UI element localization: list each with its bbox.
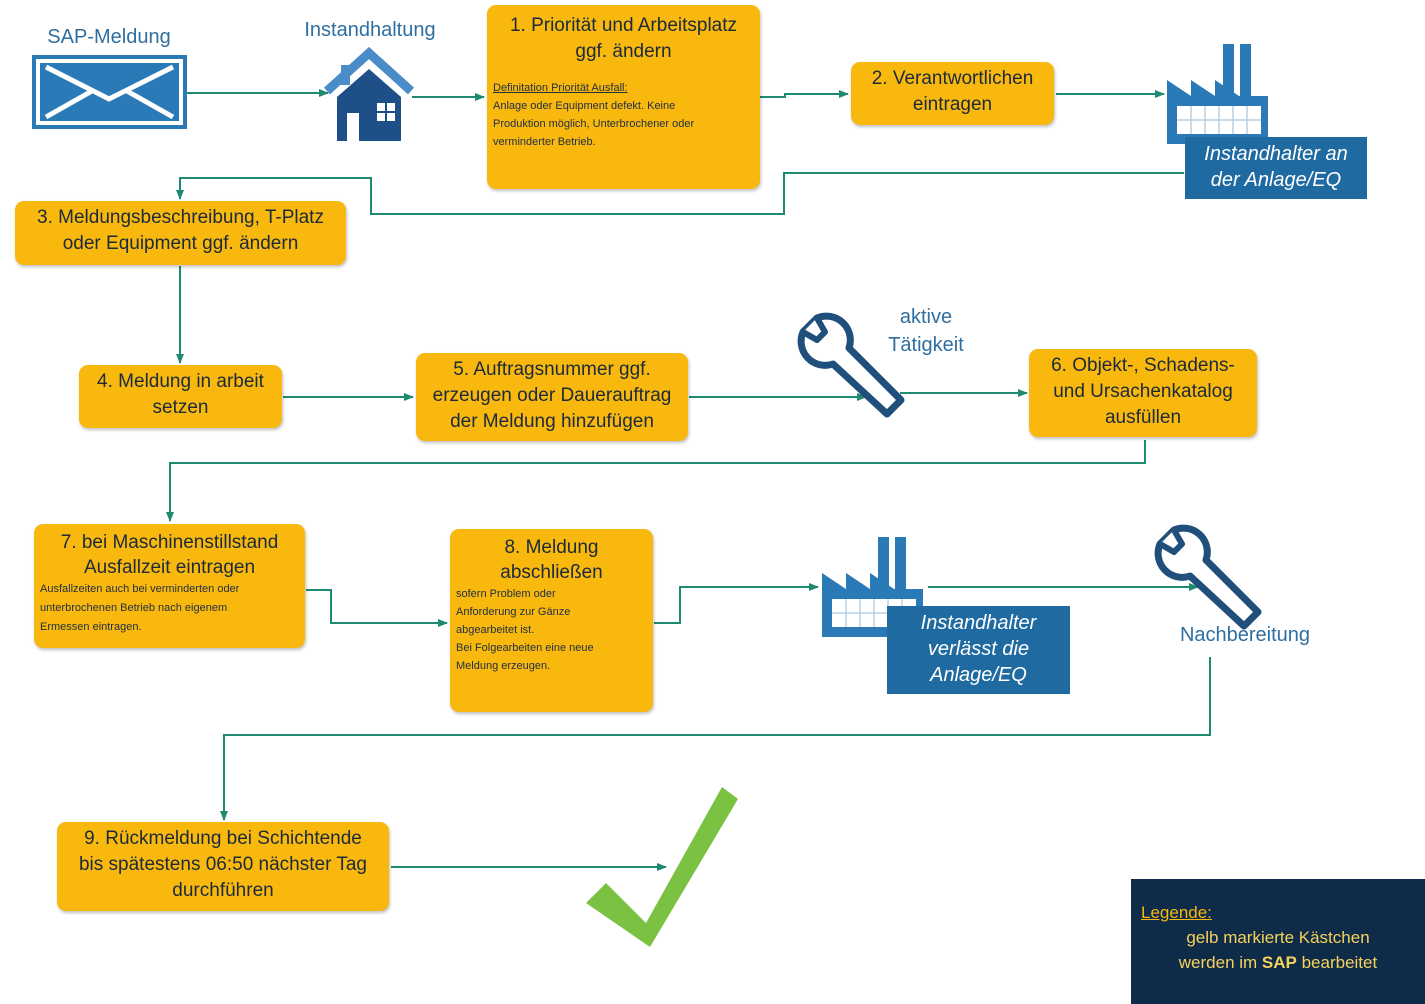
step-1-note-heading: Definitation Priorität Ausfall: <box>493 82 628 94</box>
step-8-title-line: 8. Meldung <box>504 537 599 558</box>
legend-line: werden im SAP bearbeitet <box>1141 950 1415 975</box>
step-7-box: 7. bei Maschinenstillstand Ausfallzeit e… <box>34 524 305 648</box>
legend-text: gelb markierte Kästchen werden im SAP be… <box>1141 925 1415 975</box>
legend-line-part: werden im <box>1178 953 1262 972</box>
step-6-box: 6. Objekt-, Schadens- und Ursachenkatalo… <box>1029 349 1257 437</box>
step-5-box: 5. Auftragsnummer ggf. erzeugen oder Dau… <box>416 353 688 441</box>
house-icon <box>323 47 415 141</box>
arrow-nachbereitung-to-step9 <box>220 657 1211 821</box>
legend-line-part: bearbeitet <box>1296 953 1378 972</box>
departure-line: Instandhalter <box>920 612 1037 634</box>
step-8-note-line: sofern Problem oder <box>456 588 556 600</box>
arrow-arrival-to-step3 <box>176 172 1184 215</box>
step-9-line: bis spätestens 06:50 nächster Tag <box>78 854 367 875</box>
legend-sap-emphasis: SAP <box>1261 953 1297 972</box>
wrench-icon <box>797 312 905 418</box>
aktive-taetigkeit-line: aktive <box>899 306 953 328</box>
step-2-line: 2. Verantwortlichen <box>871 68 1034 89</box>
arrival-line: Instandhalter an <box>1204 143 1348 165</box>
step-6-line: und Ursachenkatalog <box>1053 381 1233 402</box>
aktive-taetigkeit-line: Tätigkeit <box>888 334 964 356</box>
step-4-box: 4. Meldung in arbeit setzen <box>79 365 282 428</box>
step-7-title-line: 7. bei Maschinenstillstand <box>60 532 279 553</box>
step-4-line: setzen <box>152 397 209 418</box>
step-7-title-line: Ausfallzeit eintragen <box>83 557 256 578</box>
legend-title: Legende: <box>1141 903 1212 922</box>
step-1-note-line: Produktion möglich, Unterbrochener oder <box>493 118 695 130</box>
step-1-title-line: ggf. ändern <box>575 41 672 62</box>
step-3-box: 3. Meldungsbeschreibung, T-Platz oder Eq… <box>15 201 346 265</box>
arrow-step6-to-step7 <box>166 440 1146 522</box>
legend-line: gelb markierte Kästchen <box>1186 928 1370 947</box>
step-6-line: ausfüllen <box>1104 407 1182 428</box>
step-8-title: 8. Meldung abschließen <box>456 535 647 585</box>
departure-line: Anlage/EQ <box>930 664 1027 686</box>
step-2-box: 2. Verantwortlichen eintragen <box>851 62 1054 125</box>
arrow-step8-to-factory <box>654 583 819 624</box>
step-8-note-line: Anforderung zur Gänze <box>456 606 571 618</box>
step-8-note-line: Bei Folgearbeiten eine neue <box>456 642 594 654</box>
instandhaltung-label: Instandhaltung <box>304 19 436 41</box>
step-9-box: 9. Rückmeldung bei Schichtende bis späte… <box>57 822 389 911</box>
step-5-line: 5. Auftragsnummer ggf. <box>453 359 651 380</box>
step-5-line: der Meldung hinzufügen <box>450 411 654 432</box>
envelope-icon <box>32 55 187 129</box>
step-4-line: 4. Meldung in arbeit <box>97 371 264 392</box>
step-2-line: eintragen <box>912 94 993 115</box>
aktive-taetigkeit-label: aktive Tätigkeit <box>870 303 982 359</box>
step-6-line: 6. Objekt-, Schadens- <box>1051 355 1235 376</box>
step-3-line: oder Equipment ggf. ändern <box>62 233 299 254</box>
step-1-title: 1. Priorität und Arbeitsplatz ggf. änder… <box>493 13 754 65</box>
arrow-step1-to-step2 <box>760 90 849 98</box>
step-1-note-line: verminderter Betrieb. <box>493 136 596 148</box>
step-8-note-line: Meldung erzeugen. <box>456 660 551 672</box>
departure-line: verlässt die <box>927 638 1030 660</box>
step-7-note-line: Ermessen eintragen. <box>40 621 142 633</box>
step-9-line: 9. Rückmeldung bei Schichtende <box>84 828 362 849</box>
step-5-line: erzeugen oder Dauerauftrag <box>432 385 672 406</box>
step-8-box: 8. Meldung abschließen sofern Problem od… <box>450 529 653 712</box>
step-7-note-line: Ausfallzeiten auch bei verminderten oder <box>40 583 240 595</box>
wrench-icon <box>1154 524 1262 630</box>
step-3-line: 3. Meldungsbeschreibung, T-Platz <box>37 207 324 228</box>
step-1-title-line: 1. Priorität und Arbeitsplatz <box>509 15 738 36</box>
step-1-note-line: Anlage oder Equipment defekt. Keine <box>493 100 676 112</box>
arrow-step7-to-step8 <box>306 589 448 627</box>
step-8-note: sofern Problem oder Anforderung zur Gänz… <box>456 585 647 675</box>
legend: Legende: gelb markierte Kästchen werden … <box>1131 879 1425 1004</box>
step-8-title-line: abschließen <box>500 562 603 583</box>
step-7-title: 7. bei Maschinenstillstand Ausfallzeit e… <box>40 530 299 580</box>
checkmark-icon <box>586 787 738 947</box>
step-1-box: 1. Priorität und Arbeitsplatz ggf. änder… <box>487 5 760 189</box>
arrival-box: Instandhalter an der Anlage/EQ <box>1185 137 1367 199</box>
step-7-note-line: unterbrochenen Betrieb nach eigenem <box>40 602 228 614</box>
step-7-note: Ausfallzeiten auch bei verminderten oder… <box>40 580 299 637</box>
step-8-note-line: abgearbeitet ist. <box>456 624 535 636</box>
step-9-line: durchführen <box>172 880 274 901</box>
factory-icon <box>1167 44 1268 144</box>
sap-meldung-label: SAP-Meldung <box>47 26 171 48</box>
departure-box: Instandhalter verlässt die Anlage/EQ <box>887 606 1070 694</box>
nachbereitung-label: Nachbereitung <box>1179 624 1311 646</box>
step-1-note: Definitation Priorität Ausfall: Anlage o… <box>493 79 754 151</box>
arrival-line: der Anlage/EQ <box>1210 169 1342 191</box>
